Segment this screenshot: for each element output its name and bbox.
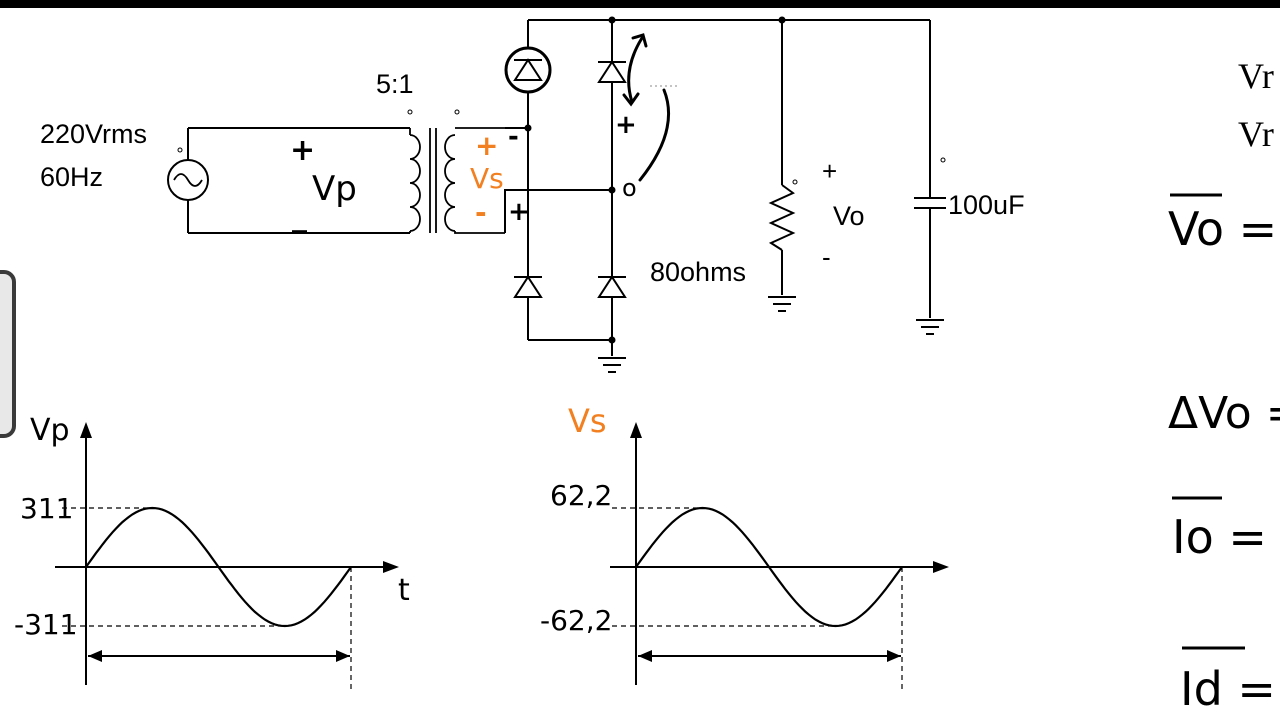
vp-minus-sign: _ bbox=[292, 199, 307, 234]
capacitor-label: 100uF bbox=[948, 190, 1025, 220]
side-scroll-tab[interactable] bbox=[0, 270, 16, 438]
equation-vr-1: Vr bbox=[1238, 56, 1274, 96]
vs-plus-sign: + bbox=[475, 129, 498, 162]
vs-min-label: -62,2 bbox=[540, 604, 612, 637]
diode-d2 bbox=[597, 60, 627, 83]
current-arrow-annotation bbox=[622, 33, 671, 182]
vp-plus-sign: + bbox=[290, 133, 315, 168]
vp-axis-label: Vp bbox=[30, 413, 70, 448]
node-o-label: o bbox=[622, 174, 637, 202]
vs-sine-wave bbox=[635, 506, 903, 628]
node-minus-sign: - bbox=[508, 122, 519, 152]
source-frequency-label: 60Hz bbox=[40, 162, 103, 192]
diode-d4 bbox=[597, 275, 627, 298]
turns-ratio-label: 5:1 bbox=[376, 69, 414, 99]
circuit-wires bbox=[187, 19, 931, 356]
ground-symbol-bridge bbox=[598, 357, 626, 373]
vp-label: Vp bbox=[312, 169, 357, 209]
vs-max-label: 62,2 bbox=[550, 479, 612, 512]
vp-time-label: t bbox=[398, 573, 410, 608]
ac-source-symbol bbox=[167, 159, 209, 201]
vs-label: Vs bbox=[470, 162, 504, 195]
top-border bbox=[0, 0, 1280, 8]
ground-symbol-capacitor bbox=[916, 319, 944, 335]
equation-vo-avg: Vo = bbox=[1168, 202, 1277, 256]
vp-min-label: -311 bbox=[14, 608, 78, 641]
vo-plus-sign: + bbox=[822, 156, 837, 186]
equation-delta-vo: ΔVo = bbox=[1168, 388, 1280, 439]
capacitor-symbol bbox=[914, 197, 946, 209]
vo-label: Vo bbox=[833, 201, 865, 231]
node-plus-sign: + bbox=[508, 197, 530, 227]
diode-plus-sign: + bbox=[615, 110, 637, 140]
junction-dots bbox=[177, 16, 946, 344]
vs-minus-sign: - bbox=[475, 196, 487, 229]
diode-d3 bbox=[513, 275, 543, 298]
equation-io-avg: Io = bbox=[1172, 510, 1267, 564]
vp-graph: Vp t 311 -311 bbox=[14, 413, 410, 690]
equations-panel: Vr Vr Vo = ΔVo = Io = Id = bbox=[1168, 56, 1280, 716]
vp-max-label: 311 bbox=[20, 492, 73, 525]
vp-sine-wave bbox=[85, 506, 352, 628]
transformer-symbol bbox=[409, 127, 505, 234]
equation-vr-2: Vr bbox=[1238, 114, 1274, 154]
vs-graph: Vs 62,2 -62,2 bbox=[540, 402, 949, 690]
vs-axis-label: Vs bbox=[568, 402, 607, 440]
source-voltage-label: 220Vrms bbox=[40, 119, 147, 149]
resistor-label: 80ohms bbox=[650, 257, 746, 287]
diode-d1 bbox=[504, 46, 552, 94]
equation-id-avg: Id = bbox=[1180, 662, 1276, 716]
ground-symbol-resistor bbox=[768, 296, 796, 312]
resistor-symbol bbox=[768, 184, 796, 251]
vo-minus-sign: - bbox=[822, 242, 831, 272]
